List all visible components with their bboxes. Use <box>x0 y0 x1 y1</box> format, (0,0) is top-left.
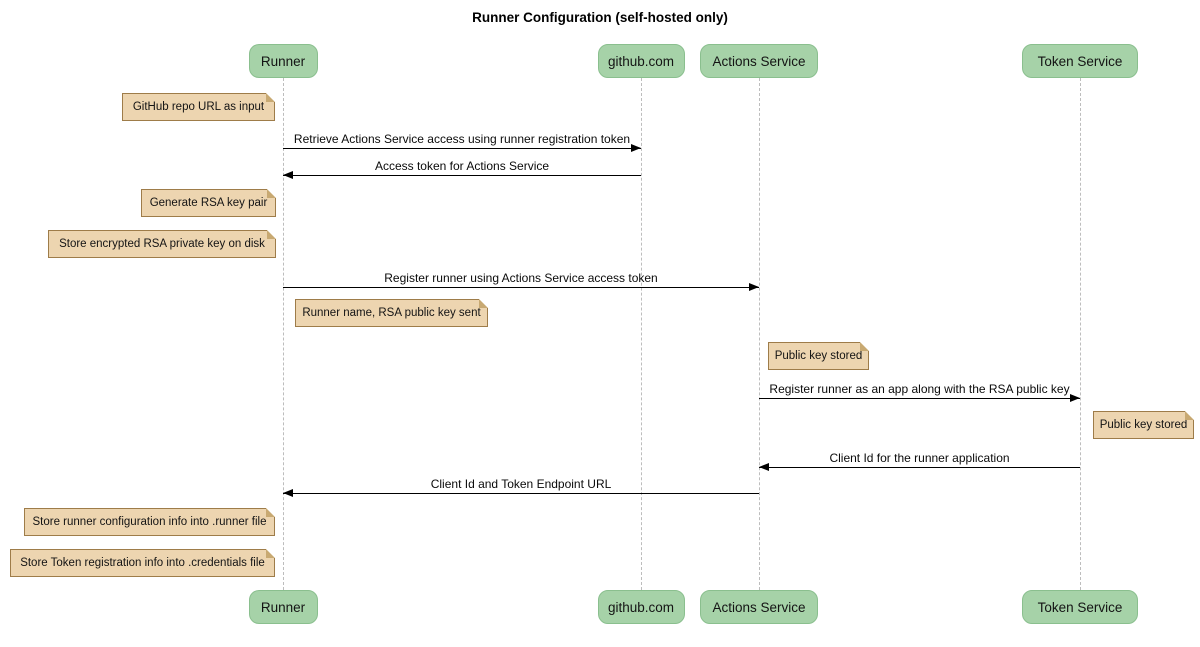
arrowhead-icon <box>749 283 759 291</box>
note: GitHub repo URL as input <box>122 93 275 121</box>
arrowhead-icon <box>759 463 769 471</box>
actor-github-bottom: github.com <box>597 590 685 624</box>
lifeline-github <box>640 78 642 590</box>
note: Store Token registration info into .cred… <box>10 549 275 577</box>
message-label: Client Id for the runner application <box>829 451 1010 465</box>
actor-runner-top: Runner <box>248 44 318 78</box>
note-fold-icon <box>267 230 276 239</box>
lifeline-actions <box>758 78 760 590</box>
note-fold-icon <box>1185 411 1194 420</box>
note: Generate RSA key pair <box>141 189 276 217</box>
arrowhead-icon <box>283 171 293 179</box>
message-label: Register runner as an app along with the… <box>769 382 1070 396</box>
actor-actions-top: Actions Service <box>700 44 818 78</box>
message-label: Retrieve Actions Service access using ru… <box>293 132 631 146</box>
note-fold-icon <box>266 93 275 102</box>
note: Public key stored <box>768 342 869 370</box>
note-fold-icon <box>479 299 488 308</box>
message-label: Client Id and Token Endpoint URL <box>430 477 612 491</box>
lifeline-runner <box>282 78 284 590</box>
note: Runner name, RSA public key sent <box>295 299 488 327</box>
actor-token-bottom: Token Service <box>1022 590 1138 624</box>
arrowhead-icon <box>631 144 641 152</box>
note: Store runner configuration info into .ru… <box>24 508 275 536</box>
message-line <box>283 493 759 494</box>
message-line <box>283 148 641 149</box>
message-line <box>759 467 1080 468</box>
arrowhead-icon <box>1070 394 1080 402</box>
diagram-title: Runner Configuration (self-hosted only) <box>472 10 728 25</box>
message-label: Access token for Actions Service <box>374 159 550 173</box>
message-line <box>759 398 1080 399</box>
message-label: Register runner using Actions Service ac… <box>384 271 658 285</box>
note-fold-icon <box>266 549 275 558</box>
note-fold-icon <box>266 508 275 517</box>
note-fold-icon <box>267 189 276 198</box>
actor-runner-bottom: Runner <box>248 590 318 624</box>
note-fold-icon <box>860 342 869 351</box>
note: Store encrypted RSA private key on disk <box>48 230 276 258</box>
lifeline-token <box>1079 78 1081 590</box>
actor-github-top: github.com <box>597 44 685 78</box>
actor-token-top: Token Service <box>1022 44 1138 78</box>
arrowhead-icon <box>283 489 293 497</box>
message-line <box>283 175 641 176</box>
actor-actions-bottom: Actions Service <box>700 590 818 624</box>
note: Public key stored <box>1093 411 1194 439</box>
message-line <box>283 287 759 288</box>
